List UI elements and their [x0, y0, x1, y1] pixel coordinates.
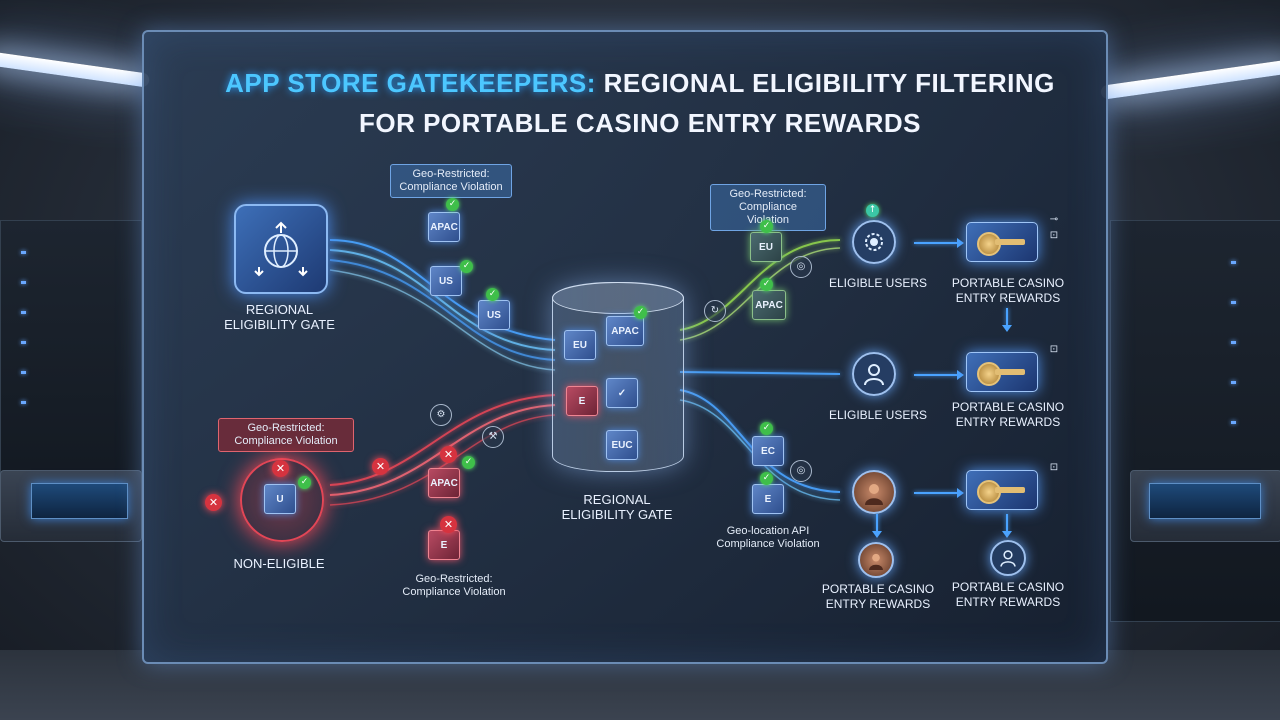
reward-card-3	[966, 470, 1038, 510]
console-left	[0, 470, 142, 542]
down-arrow	[1002, 514, 1012, 538]
user-avatar-woman	[852, 470, 896, 514]
reward-label-2: PORTABLE CASINO ENTRY REWARDS	[951, 400, 1065, 429]
cross-icon: ✕	[205, 494, 222, 511]
right-bottom-tag: Geo-location API Compliance Violation	[716, 525, 820, 550]
gate-cube-euc: EUC	[606, 430, 638, 460]
flow-eligible-low-1	[679, 389, 841, 493]
cross-icon: ✕	[372, 458, 389, 475]
arrow-to-reward-1	[914, 238, 964, 248]
title-rest: REGIONAL ELIGIBILITY FILTERING	[603, 68, 1055, 98]
eligible-users-icon-2	[852, 352, 896, 396]
gate-cube-apac: APAC	[606, 316, 644, 346]
flow-blocked-1	[329, 394, 556, 486]
gate-cube-e: E	[566, 386, 598, 416]
shield-icon: ◎	[790, 256, 812, 278]
globe-arrows-icon	[234, 204, 328, 294]
reward-label-1: PORTABLE CASINO ENTRY REWARDS	[951, 276, 1065, 305]
region-cube-e-blocked: E	[428, 530, 460, 560]
region-cube-ec: EC	[752, 436, 784, 466]
region-cube-apac-eligible: APAC	[752, 290, 786, 320]
gate-cube-check: ✓	[606, 378, 638, 408]
check-icon: ✓	[760, 472, 773, 485]
lock-icon: ⊡	[1049, 344, 1059, 355]
non-eligible-tag: Geo-Restricted: Compliance Violation	[218, 418, 354, 452]
flow-eligible-green-1	[679, 239, 841, 331]
down-arrow	[1002, 308, 1012, 332]
check-icon: ✓	[760, 422, 773, 435]
page-title-line1: APP STORE GATEKEEPERS: REGIONAL ELIGIBIL…	[0, 68, 1280, 99]
non-eligible-label: NON-ELIGIBLE	[233, 556, 325, 571]
holographic-panel	[142, 30, 1108, 664]
arrow-to-reward-3	[914, 488, 964, 498]
title-accent: APP STORE GATEKEEPERS:	[225, 68, 596, 98]
region-cube-apac: APAC	[428, 212, 460, 242]
server-rack-right	[1110, 220, 1280, 622]
page-title-line2: FOR PORTABLE CASINO ENTRY REWARDS	[358, 108, 922, 138]
region-cube-us-2: US	[478, 300, 510, 330]
region-cube-us: US	[430, 266, 462, 296]
reward-label-3: PORTABLE CASINO ENTRY REWARDS	[951, 580, 1065, 609]
check-icon: ✓	[460, 260, 473, 273]
reward-user-avatar	[990, 540, 1026, 576]
eligible-users-label-1: ELIGIBLE USERS	[828, 276, 928, 290]
check-icon: ✓	[446, 198, 459, 211]
flow-source-to-gate-2	[329, 249, 556, 351]
flow-source-to-gate-4	[329, 269, 556, 371]
source-label: REGIONAL ELIGIBILITY GATE	[224, 302, 335, 332]
bottom-user-reward-label: PORTABLE CASINO ENTRY REWARDS	[821, 582, 935, 611]
down-arrow	[872, 514, 882, 538]
lower-geo-tag: Geo-Restricted: Compliance Violation	[402, 573, 506, 598]
gate-cylinder-top	[552, 282, 684, 314]
up-arrow-icon: ↑	[866, 204, 879, 217]
settings-icon: ⚙	[430, 404, 452, 426]
check-icon: ✓	[760, 220, 773, 233]
cross-icon: ✕	[272, 460, 289, 477]
reward-card-2	[966, 352, 1038, 392]
wrench-icon: ⚒	[482, 426, 504, 448]
reward-card-1	[966, 222, 1038, 262]
lock-icon: ⊸	[1049, 214, 1059, 225]
flow-eligible-mid	[679, 371, 841, 375]
region-cube-eu-eligible: EU	[750, 232, 782, 262]
check-icon: ✓	[298, 476, 311, 489]
non-eligible-cube: U	[264, 484, 296, 514]
region-cube-e: E	[752, 484, 784, 514]
lock-icon: ⊡	[1049, 230, 1059, 241]
cross-icon: ✕	[440, 516, 457, 533]
check-icon: ✓	[462, 456, 475, 469]
check-icon: ✓	[634, 306, 647, 319]
eligible-users-icon-1	[852, 220, 896, 264]
check-icon: ✓	[760, 278, 773, 291]
user-avatar-small	[858, 542, 894, 578]
gate-label: REGIONAL ELIGIBILITY GATE	[561, 492, 673, 522]
shield-icon: ◎	[790, 460, 812, 482]
lock-icon: ⊡	[1049, 462, 1059, 473]
arrow-to-reward-2	[914, 370, 964, 380]
flow-source-to-gate-3	[329, 259, 556, 361]
cross-icon: ✕	[440, 446, 457, 463]
upper-geo-tag: Geo-Restricted: Compliance Violation	[390, 164, 512, 198]
gate-cube-eu: EU	[564, 330, 596, 360]
region-cube-apac-blocked: APAC	[428, 468, 460, 498]
console-right	[1130, 470, 1280, 542]
eligible-users-label-2: ELIGIBLE USERS	[828, 408, 928, 422]
check-icon: ✓	[486, 288, 499, 301]
sync-icon: ↻	[704, 300, 726, 322]
